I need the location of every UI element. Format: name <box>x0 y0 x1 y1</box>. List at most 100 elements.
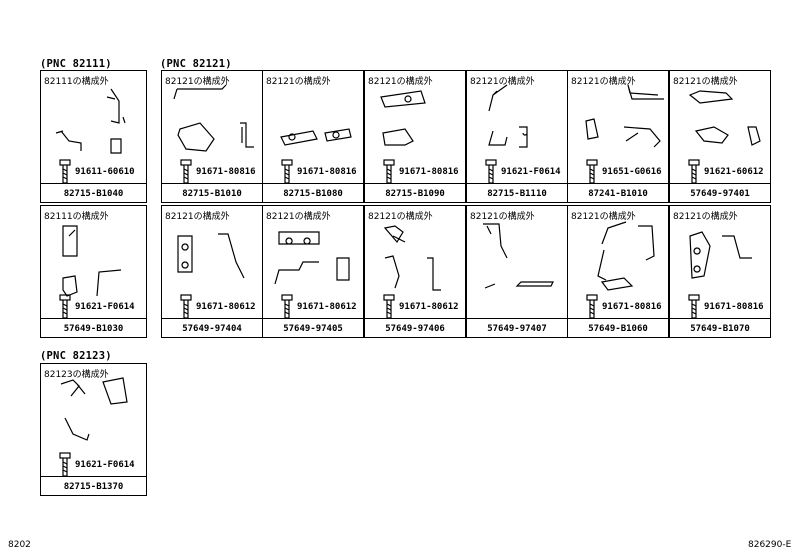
part-number: 82715-B1080 <box>283 189 343 199</box>
hex-bolt-icon <box>59 452 71 477</box>
bolt-part-number: 91671-80612 <box>399 302 459 312</box>
bracket-icon <box>55 88 126 154</box>
part-number: 57649-97407 <box>487 324 547 334</box>
part-number: 82715-B1110 <box>487 189 547 199</box>
part-cell[interactable]: 82111の構成外 91621-F0614 57649-B1030 <box>40 205 147 338</box>
bolt-part-number: 91621-F0614 <box>501 167 561 177</box>
hex-bolt-icon <box>688 294 700 319</box>
exclusion-note: 82121の構成外 <box>673 212 738 222</box>
bolt-part-number: 91671-80816 <box>196 167 256 177</box>
part-cell[interactable]: 82121の構成外 91671-80816 82715-B1010 <box>161 70 263 203</box>
cell-divider <box>162 318 262 319</box>
bracket-icon <box>60 377 128 441</box>
bolt-part-number: 91671-80612 <box>196 302 256 312</box>
cell-divider <box>467 318 567 319</box>
bolt-part-number: 91671-80816 <box>297 167 357 177</box>
bolt-part-number: 91651-G0616 <box>602 167 662 177</box>
cell-divider <box>568 318 668 319</box>
exclusion-note: 82111の構成外 <box>44 212 109 222</box>
exclusion-note: 82111の構成外 <box>44 77 109 87</box>
bracket-icon <box>177 233 245 279</box>
page-number: 8202 <box>8 540 31 550</box>
exclusion-note: 82121の構成外 <box>470 77 535 87</box>
hex-bolt-icon <box>281 159 293 184</box>
bolt-part-number: 91621-60612 <box>704 167 764 177</box>
hex-bolt-icon <box>586 159 598 184</box>
hex-bolt-icon <box>59 159 71 184</box>
cell-divider <box>365 318 465 319</box>
part-number: 57649-97405 <box>283 324 343 334</box>
part-number: 82715-B1090 <box>385 189 445 199</box>
part-cell[interactable]: 82121の構成外 91671-80816 57649-B1070 <box>669 205 771 338</box>
exclusion-note: 82121の構成外 <box>673 77 738 87</box>
hex-bolt-icon <box>383 294 395 319</box>
figure-code: 826290-E <box>748 540 792 550</box>
cell-divider <box>467 183 567 184</box>
part-cell[interactable]: 82121の構成外 91671-80816 82715-B1080 <box>262 70 364 203</box>
exclusion-note: 82121の構成外 <box>266 77 331 87</box>
cell-divider <box>41 476 146 477</box>
exclusion-note: 82121の構成外 <box>470 212 535 222</box>
part-cell[interactable]: 82121の構成外 57649-97407 <box>466 205 568 338</box>
cell-divider <box>670 318 770 319</box>
part-cell[interactable]: 82111の構成外 91611-60610 82715-B1040 <box>40 70 147 203</box>
group-header-82121: (PNC 82121) <box>160 58 232 70</box>
bracket-icon <box>380 90 426 146</box>
part-cell[interactable]: 82123の構成外 91621-F0614 82715-B1370 <box>40 363 147 496</box>
group-header-82123: (PNC 82123) <box>40 350 112 362</box>
bracket-icon <box>597 221 655 291</box>
part-cell[interactable]: 82121の構成外 91671-80612 57649-97406 <box>364 205 466 338</box>
part-cell[interactable]: 82121の構成外 91671-80612 57649-97405 <box>262 205 364 338</box>
cell-divider <box>41 183 146 184</box>
part-number: 87241-B1010 <box>588 189 648 199</box>
bracket-icon <box>488 84 528 148</box>
hex-bolt-icon <box>59 294 71 319</box>
part-cell[interactable]: 82121の構成外 91621-F0614 82715-B1110 <box>466 70 568 203</box>
cell-divider <box>263 318 363 319</box>
bolt-part-number: 91621-F0614 <box>75 460 135 470</box>
cell-divider <box>670 183 770 184</box>
cell-divider <box>568 183 668 184</box>
cell-divider <box>162 183 262 184</box>
part-number: 57649-97406 <box>385 324 445 334</box>
bracket-icon <box>383 225 441 291</box>
bolt-part-number: 91671-80816 <box>704 302 764 312</box>
exclusion-note: 82121の構成外 <box>571 77 636 87</box>
hex-bolt-icon <box>586 294 598 319</box>
bracket-icon <box>688 90 761 146</box>
exclusion-note: 82121の構成外 <box>266 212 331 222</box>
part-number: 82715-B1010 <box>182 189 242 199</box>
bolt-part-number: 91671-80816 <box>602 302 662 312</box>
cell-divider <box>365 183 465 184</box>
bolt-part-number: 91621-F0614 <box>75 302 135 312</box>
part-number: 57649-B1070 <box>690 324 750 334</box>
part-cell[interactable]: 82121の構成外 91671-80816 82715-B1090 <box>364 70 466 203</box>
bracket-icon <box>62 225 122 297</box>
exclusion-note: 82121の構成外 <box>165 212 230 222</box>
hex-bolt-icon <box>180 294 192 319</box>
exclusion-note: 82123の構成外 <box>44 370 109 380</box>
hex-bolt-icon <box>180 159 192 184</box>
bracket-icon <box>483 223 554 289</box>
exclusion-note: 82121の構成外 <box>165 77 230 87</box>
part-number: 82715-B1370 <box>63 482 124 492</box>
part-cell[interactable]: 82121の構成外 91651-G0616 87241-B1010 <box>567 70 669 203</box>
bolt-part-number: 91611-60610 <box>75 167 135 177</box>
bracket-icon <box>689 231 752 279</box>
bracket-icon <box>280 128 352 146</box>
exclusion-note: 82121の構成外 <box>368 77 433 87</box>
hex-bolt-icon <box>281 294 293 319</box>
bracket-icon <box>585 84 664 148</box>
part-number: 57649-B1030 <box>63 324 124 334</box>
bolt-part-number: 91671-80816 <box>399 167 459 177</box>
hex-bolt-icon <box>383 159 395 184</box>
part-cell[interactable]: 82121の構成外 91671-80612 57649-97404 <box>161 205 263 338</box>
bolt-part-number: 91671-80612 <box>297 302 357 312</box>
exclusion-note: 82121の構成外 <box>368 212 433 222</box>
part-number: 57649-B1060 <box>588 324 648 334</box>
bracket-icon <box>173 84 254 152</box>
part-number: 57649-97404 <box>182 324 242 334</box>
part-number: 82715-B1040 <box>63 189 124 199</box>
